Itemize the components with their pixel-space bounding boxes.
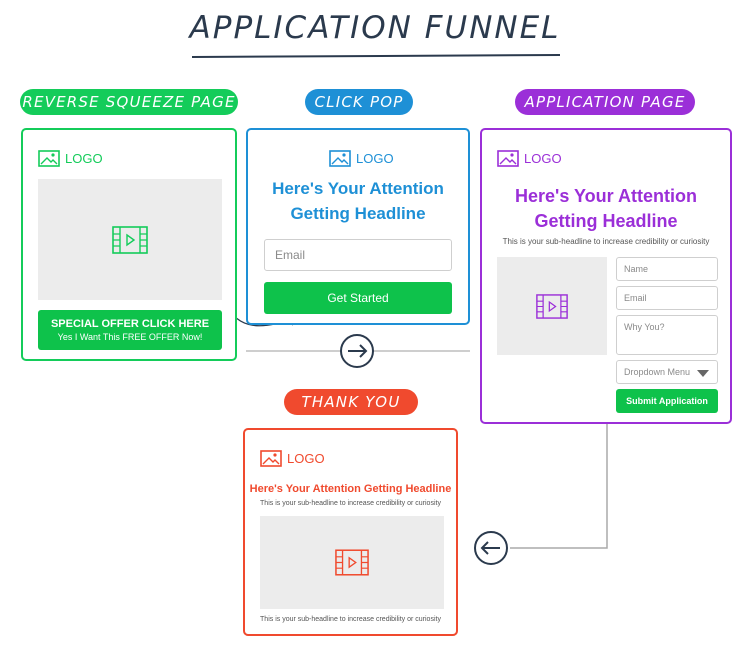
dropdown-caret-icon: [697, 370, 709, 377]
logo-text: LOGO: [524, 151, 562, 166]
thankyou-card: LOGO Here's Your Attention Getting Headl…: [243, 428, 458, 636]
email-field[interactable]: Email: [616, 286, 718, 310]
get-started-button[interactable]: Get Started: [264, 282, 452, 314]
logo-text: LOGO: [65, 151, 103, 166]
squeeze-card: LOGO SPECIAL OFFER CLICK HERE Yes I Want…: [21, 128, 237, 361]
offer-sub: Yes I Want This FREE OFFER Now!: [57, 332, 203, 342]
clickpop-headline: Here's Your Attention Getting Headline: [272, 179, 444, 223]
special-offer-button[interactable]: SPECIAL OFFER CLICK HERE Yes I Want This…: [38, 310, 222, 350]
thankyou-video[interactable]: [260, 516, 444, 609]
clickpop-label: CLICK POP: [305, 89, 413, 115]
image-icon: [329, 150, 351, 167]
application-label: APPLICATION PAGE: [515, 89, 695, 115]
application-headline: Here's Your Attention Getting Headline: [515, 186, 697, 231]
image-icon: [38, 150, 60, 167]
thankyou-headline: Here's Your Attention Getting Headline: [249, 483, 452, 495]
application-video[interactable]: [497, 257, 607, 355]
arrow-right-circle-icon: [340, 334, 374, 368]
image-icon: [497, 150, 519, 167]
email-input[interactable]: Email: [264, 239, 452, 271]
application-to-thankyou-line: [510, 424, 608, 549]
image-icon: [260, 450, 282, 467]
thankyou-subheadline: This is your sub-headline to increase cr…: [260, 500, 441, 507]
squeeze-video[interactable]: [38, 179, 222, 300]
arrow-left-circle-icon: [474, 531, 508, 565]
video-icon: [112, 225, 148, 254]
application-card: LOGO Here's Your Attention Getting Headl…: [480, 128, 732, 424]
submit-application-button[interactable]: Submit Application: [616, 389, 718, 413]
video-icon: [335, 549, 369, 576]
dropdown-label: Dropdown Menu: [624, 367, 691, 377]
name-field[interactable]: Name: [616, 257, 718, 281]
squeeze-label: REVERSE SQUEEZE PAGE: [20, 89, 238, 115]
thankyou-footer: This is your sub-headline to increase cr…: [260, 616, 441, 623]
squeeze-logo: LOGO: [38, 150, 103, 167]
offer-title: SPECIAL OFFER CLICK HERE: [50, 318, 210, 330]
funnel-title: APPLICATION FUNNEL: [189, 10, 561, 46]
logo-text: LOGO: [356, 151, 394, 166]
why-you-field[interactable]: Why You?: [616, 315, 718, 355]
clickpop-logo: LOGO: [329, 150, 394, 167]
application-logo: LOGO: [497, 150, 562, 167]
thankyou-logo: LOGO: [260, 450, 325, 467]
dropdown-menu[interactable]: Dropdown Menu: [616, 360, 718, 384]
thankyou-label: THANK YOU: [284, 389, 418, 415]
clickpop-card: LOGO Here's Your Attention Getting Headl…: [246, 128, 470, 325]
video-icon: [536, 293, 568, 319]
logo-text: LOGO: [287, 451, 325, 466]
application-subheadline: This is your sub-headline to increase cr…: [502, 237, 710, 246]
